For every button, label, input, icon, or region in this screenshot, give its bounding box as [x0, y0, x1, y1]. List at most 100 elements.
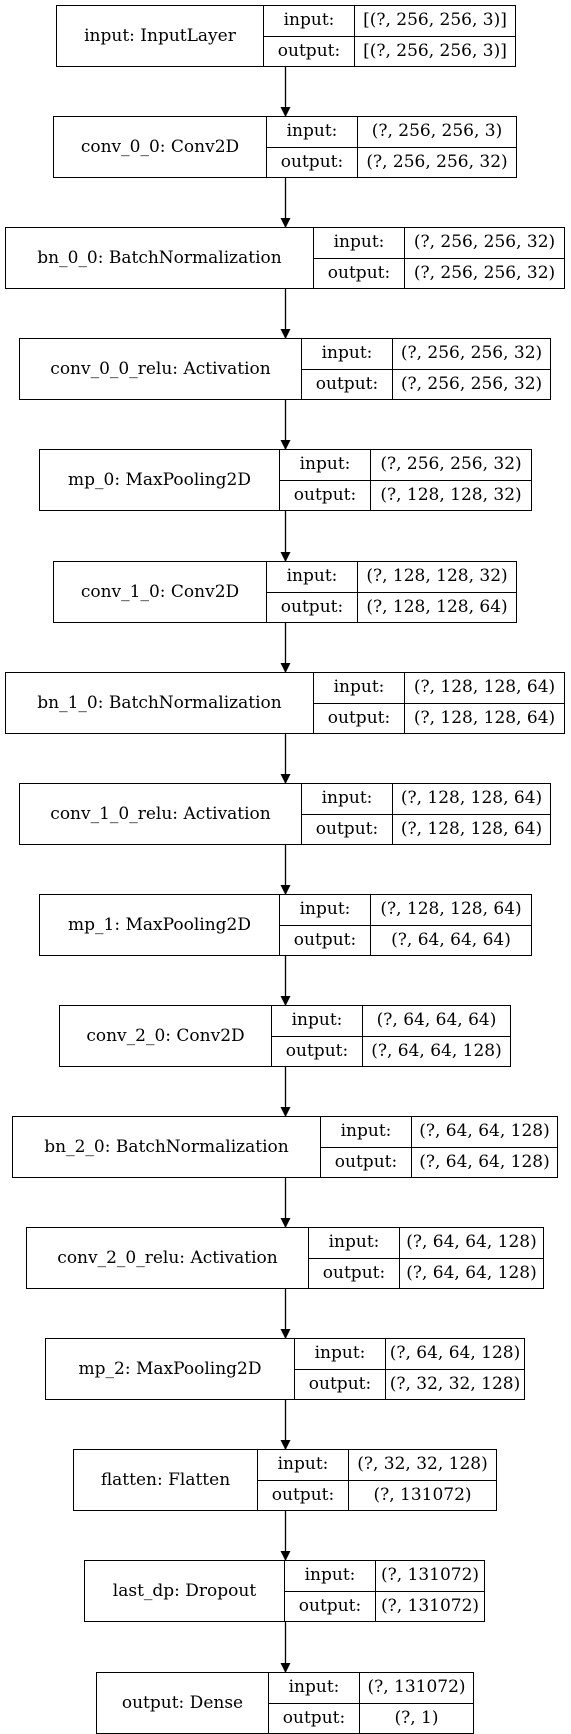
output-label: output: — [267, 592, 358, 622]
output-row: output:(?, 256, 256, 32) — [302, 368, 550, 399]
input-label: input: — [302, 784, 393, 814]
input-label: input: — [267, 117, 358, 147]
input-row: input:(?, 128, 128, 32) — [267, 562, 516, 592]
input-label: input: — [302, 339, 393, 369]
layer-io-table: input:(?, 32, 32, 128)output: (?, 131072) — [258, 1450, 496, 1510]
input-row: input: (?, 64, 64, 64) — [272, 1006, 510, 1036]
output-row: output:(?, 128, 128, 64) — [267, 591, 516, 622]
output-label: output: — [267, 147, 358, 177]
output-shape: (?, 128, 128, 64) — [413, 707, 556, 728]
output-label: output: — [295, 1369, 386, 1399]
input-label: input: — [280, 450, 371, 480]
input-shape: [(?, 256, 256, 3)] — [363, 10, 507, 31]
output-shape: (?, 1) — [394, 1707, 439, 1728]
layer-io-table: input:(?, 64, 64, 128)output:(?, 32, 32,… — [295, 1339, 524, 1399]
output-row: output: (?, 131072) — [258, 1479, 496, 1510]
layer-name: bn_0_0: BatchNormalization — [6, 228, 314, 288]
output-row: output: (?, 128, 128, 32) — [280, 479, 531, 510]
input-shape: (?, 256, 256, 3) — [371, 121, 503, 142]
output-shape: (?, 131072) — [373, 1484, 472, 1505]
output-shape: (?, 256, 256, 32) — [400, 373, 543, 394]
layer-name: conv_1_0: Conv2D — [54, 562, 267, 622]
input-label: input: — [258, 1450, 349, 1480]
output-shape: (?, 64, 64, 64) — [391, 929, 511, 950]
input-label: input: — [314, 228, 405, 258]
layer-io-table: input:(?, 64, 64, 128)output:(?, 64, 64,… — [309, 1228, 543, 1288]
layer-name: conv_1_0_relu: Activation — [20, 784, 302, 844]
layer-name: output: Dense — [97, 1673, 269, 1733]
output-label: output: — [269, 1703, 360, 1733]
input-label: input: — [269, 1673, 360, 1703]
layer-name: conv_0_0: Conv2D — [54, 117, 267, 177]
layer-name: mp_0: MaxPooling2D — [40, 450, 280, 510]
output-label: output: — [258, 1480, 349, 1510]
input-shape: (?, 64, 64, 64) — [376, 1010, 497, 1031]
input-shape: (?, 128, 128, 64) — [400, 788, 543, 809]
input-row: input:(?, 32, 32, 128) — [258, 1450, 496, 1480]
layer-io-table: input:(?, 128, 128, 64)output:(?, 64, 64… — [280, 895, 531, 955]
output-label: output: — [314, 258, 405, 288]
layer-name: mp_2: MaxPooling2D — [46, 1339, 295, 1399]
layer-io-table: input:(?, 128, 128, 32)output:(?, 128, 1… — [267, 562, 516, 622]
layer-name: conv_2_0: Conv2D — [60, 1006, 272, 1066]
layer-io-table: input:[(?, 256, 256, 3)]output:[(?, 256,… — [264, 6, 515, 66]
layer-io-table: input:(?, 131072)output:(?, 131072) — [285, 1561, 484, 1621]
input-shape: (?, 64, 64, 128) — [406, 1232, 537, 1253]
input-label: input: — [272, 1006, 363, 1036]
output-row: output: (?, 64, 64, 128) — [272, 1035, 510, 1066]
input-shape: (?, 256, 256, 32) — [380, 454, 522, 475]
input-label: input: — [314, 673, 405, 703]
layer-name: input: InputLayer — [57, 6, 264, 66]
output-label: output: — [264, 36, 355, 66]
layer-name: conv_0_0_relu: Activation — [20, 339, 302, 399]
output-shape: (?, 64, 64, 128) — [371, 1040, 502, 1061]
output-shape: (?, 256, 256, 32) — [366, 151, 508, 172]
layer-io-table: input: (?, 64, 64, 64) output: (?, 64, 64, … — [272, 1006, 510, 1066]
layer-io-table: input:(?, 131072)output:(?, 1) — [269, 1673, 473, 1733]
output-row: output: (?, 128, 128, 64) — [314, 702, 564, 733]
output-row: output: (?, 256, 256, 32) — [267, 146, 516, 177]
output-shape: (?, 128, 128, 32) — [380, 484, 522, 505]
input-row: input:[(?, 256, 256, 3)] — [264, 6, 515, 36]
layer-io-table: input:(?, 64, 64, 128)output:(?, 64, 64,… — [321, 1117, 557, 1177]
output-label: output: — [302, 814, 393, 844]
output-shape: (?, 256, 256, 32) — [413, 262, 556, 283]
output-label: output: — [309, 1258, 400, 1288]
input-row: input:(?, 64, 64, 128) — [295, 1339, 524, 1369]
output-row: output: (?, 256, 256, 32) — [314, 257, 564, 288]
input-shape: (?, 64, 64, 128) — [419, 1121, 550, 1142]
layer-io-table: input: (?, 256, 256, 32) output: (?, 256, 2… — [314, 228, 564, 288]
input-shape: (?, 256, 256, 32) — [413, 232, 556, 253]
input-row: input: (?, 256, 256, 32) — [302, 339, 550, 369]
input-shape: (?, 128, 128, 64) — [413, 677, 556, 698]
output-shape: (?, 64, 64, 128) — [419, 1151, 550, 1172]
layer-name: bn_1_0: BatchNormalization — [6, 673, 314, 733]
layer-io-table: input:(?, 256, 256, 32)output:(?, 256, 2… — [302, 339, 550, 399]
output-label: output: — [272, 1036, 363, 1066]
input-row: input:(?, 128, 128, 64) — [280, 895, 531, 925]
layer-io-table: input: (?, 256, 256, 3) output: (?, 256, 25… — [267, 117, 516, 177]
output-row: output:[(?, 256, 256, 3)] — [264, 35, 515, 66]
layer-io-table: input: (?, 256, 256, 32) output: (?, 128, 1… — [280, 450, 531, 510]
output-shape: (?, 32, 32, 128) — [389, 1373, 521, 1394]
layer-name: flatten: Flatten — [74, 1450, 258, 1510]
input-label: input: — [295, 1339, 386, 1369]
output-label: output: — [280, 480, 371, 510]
output-label: output: — [314, 703, 405, 733]
output-row: output:(?, 128, 128, 64) — [302, 813, 550, 844]
input-row: input:(?, 131072) — [285, 1561, 484, 1591]
layer-name: bn_2_0: BatchNormalization — [13, 1117, 321, 1177]
input-shape: (?, 131072) — [380, 1565, 480, 1586]
output-label: output: — [321, 1147, 412, 1177]
input-label: input: — [285, 1561, 376, 1591]
input-shape: (?, 256, 256, 32) — [400, 343, 543, 364]
